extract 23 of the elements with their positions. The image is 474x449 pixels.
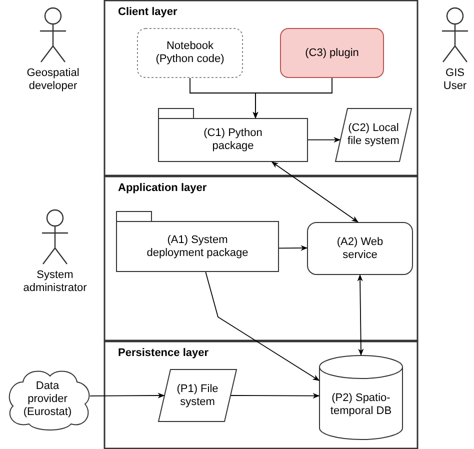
arrow bbox=[278, 245, 308, 251]
layer-title: Persistence layer bbox=[118, 347, 209, 359]
actor-label: Geospatial developer bbox=[26, 67, 80, 93]
node-label: (A2) Web service bbox=[336, 236, 384, 262]
actor-label: GIS User bbox=[442, 67, 468, 93]
arrow bbox=[308, 137, 341, 143]
arrow bbox=[271, 162, 358, 222]
arrow bbox=[357, 274, 364, 356]
arrow bbox=[230, 392, 320, 399]
node-label: (C3) plugin bbox=[305, 46, 359, 60]
arrow bbox=[205, 272, 320, 381]
actor-label: System administrator bbox=[22, 269, 88, 295]
node-label: Notebook (Python code) bbox=[154, 40, 226, 66]
layer-title: Application layer bbox=[118, 182, 207, 194]
node-label: (P1) File system bbox=[176, 382, 220, 408]
node-label: (A1) System deployment package bbox=[146, 234, 250, 260]
node-label: Data provider (Eurostat) bbox=[22, 380, 73, 418]
layer-title: Client layer bbox=[118, 6, 178, 18]
node-label: (C1) Python package bbox=[202, 127, 264, 153]
arrow bbox=[252, 78, 332, 119]
node-label: (C2) Local file system bbox=[346, 122, 400, 148]
arrow bbox=[90, 392, 165, 398]
node-label: (P2) Spatio-temporal DB bbox=[329, 392, 393, 418]
